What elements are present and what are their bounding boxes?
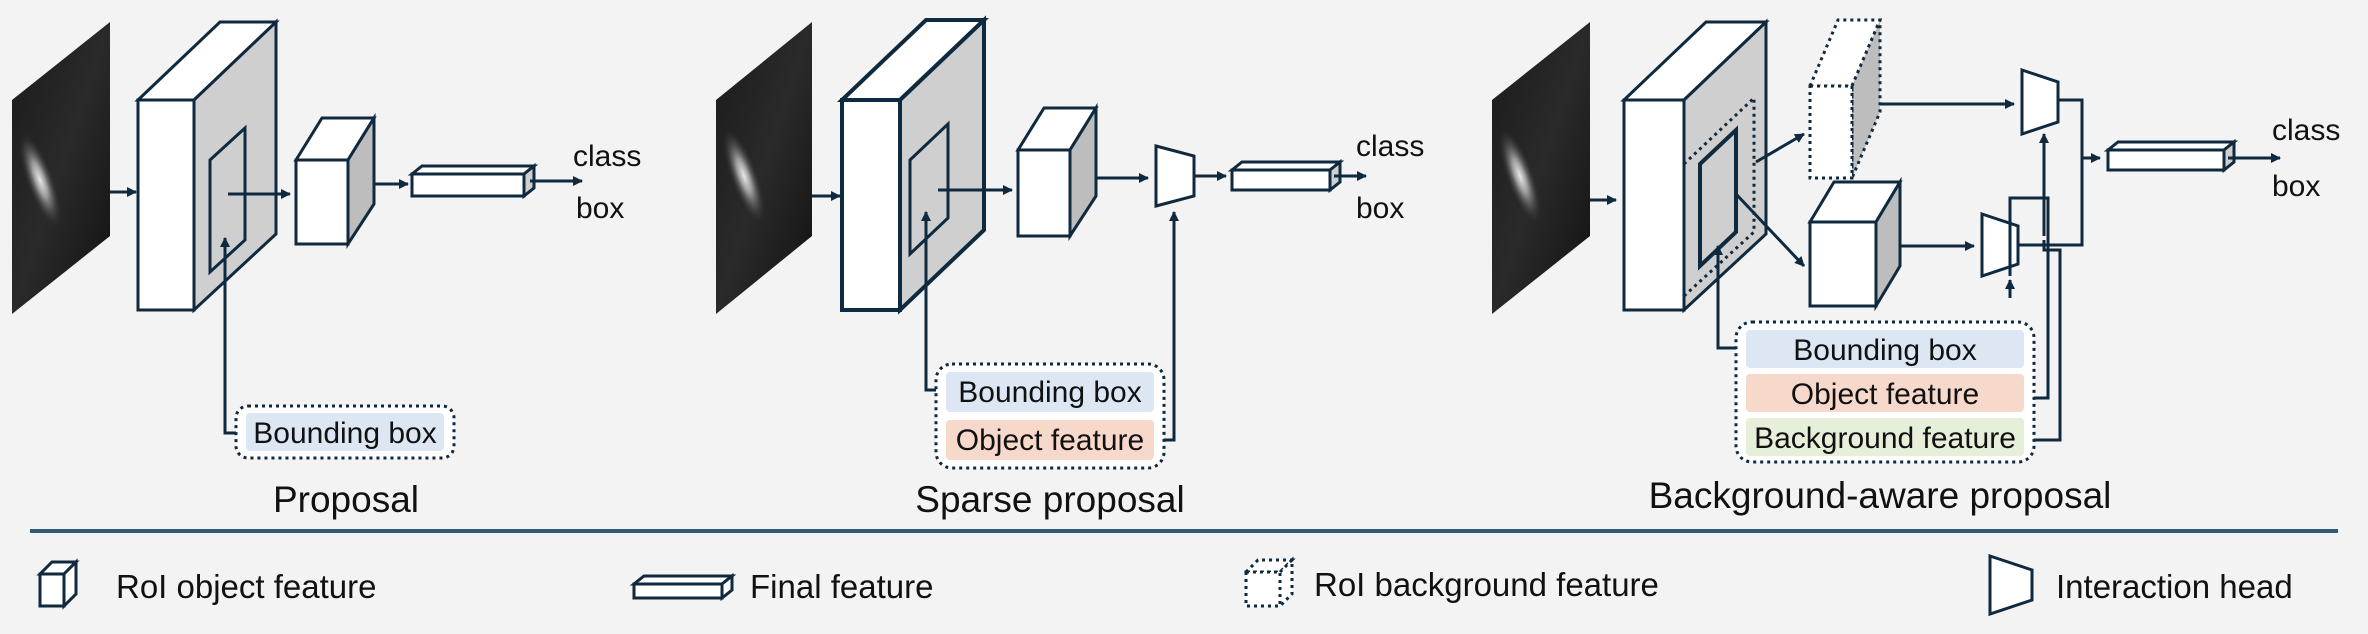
output-class-label: class bbox=[2272, 114, 2340, 147]
sparse-inputs-group: Bounding box Object feature bbox=[934, 362, 1166, 470]
bounding-box-label: Bounding box bbox=[253, 417, 437, 450]
cube-icon bbox=[36, 558, 80, 610]
background-aware-inputs-group: Bounding box Object feature Background f… bbox=[1734, 320, 2036, 464]
final-feature-bar bbox=[407, 162, 539, 200]
backbone-feature-box bbox=[837, 15, 989, 315]
object-feature-label: Object feature bbox=[1791, 378, 1979, 411]
output-box-label: box bbox=[1356, 192, 1404, 225]
output-class-label: class bbox=[573, 140, 641, 173]
background-feature-label: Background feature bbox=[1754, 422, 2016, 455]
object-feature-label: Object feature bbox=[956, 424, 1144, 457]
legend: RoI object feature Final feature RoI bac… bbox=[36, 553, 2293, 617]
trapezoid-icon bbox=[1988, 553, 2034, 617]
bounding-box-label: Bounding box bbox=[1793, 334, 1977, 367]
roi-object-cube bbox=[1807, 176, 1903, 312]
legend-label: Interaction head bbox=[2056, 568, 2293, 605]
legend-item-final-feature: Final feature bbox=[629, 568, 933, 605]
output-box-label: box bbox=[576, 192, 624, 225]
panel-caption: Proposal bbox=[273, 479, 419, 520]
roi-object-cube bbox=[293, 112, 377, 250]
legend-label: Final feature bbox=[750, 568, 933, 605]
panel-sparse-proposal: class box Bounding box Object feature Sp… bbox=[716, 15, 1424, 520]
legend-item-interaction-head: Interaction head bbox=[1988, 553, 2293, 617]
legend-label: RoI background feature bbox=[1314, 566, 1659, 603]
final-feature-bar bbox=[2103, 138, 2239, 174]
input-image bbox=[716, 22, 812, 314]
interaction-head bbox=[1154, 144, 1196, 208]
interaction-head-background bbox=[2020, 67, 2060, 137]
legend-label: RoI object feature bbox=[116, 568, 377, 605]
input-image bbox=[1492, 22, 1590, 314]
panel-caption: Background-aware proposal bbox=[1649, 475, 2112, 516]
final-feature-bar bbox=[1227, 158, 1345, 194]
backbone-feature-box bbox=[1620, 18, 1770, 314]
roi-object-cube bbox=[1015, 102, 1099, 242]
output-box-label: box bbox=[2272, 170, 2320, 203]
output-class-label: class bbox=[1356, 130, 1424, 163]
roi-background-cube bbox=[1807, 18, 1883, 180]
input-image bbox=[12, 22, 110, 314]
legend-item-roi-background-feature: RoI background feature bbox=[1242, 556, 1659, 610]
panel-caption: Sparse proposal bbox=[915, 479, 1184, 520]
backbone-feature-box bbox=[134, 18, 280, 314]
interaction-head-object bbox=[1980, 211, 2020, 279]
legend-item-roi-object-feature: RoI object feature bbox=[36, 558, 377, 610]
bounding-box-label: Bounding box bbox=[958, 376, 1142, 409]
panel-background-aware-proposal: class box Bounding box Object feature Ba… bbox=[1492, 18, 2340, 516]
panel-proposal: class box Bounding box Proposal bbox=[12, 18, 641, 520]
flat-box-icon bbox=[629, 572, 737, 602]
bounding-box-input: Bounding box bbox=[234, 404, 456, 460]
dotted-cube-icon bbox=[1242, 556, 1296, 610]
